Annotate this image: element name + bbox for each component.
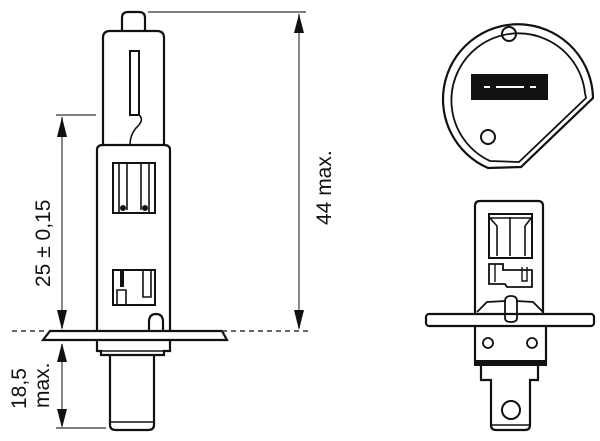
label-base-length-suffix: max.: [31, 362, 54, 408]
lower-window: [112, 269, 156, 306]
upper-window: [112, 162, 156, 214]
label-base-length-value: 18,5: [8, 368, 31, 409]
flange: [40, 329, 229, 342]
glass-capsule: [101, 29, 166, 145]
collar: [95, 340, 172, 357]
top-view: [441, 23, 595, 170]
tab-hole: [501, 400, 521, 420]
label-overall-height: 44 max.: [313, 150, 336, 225]
side-view: [40, 10, 229, 432]
label-light-center: 25 ± 0,15: [32, 200, 55, 287]
locating-pin: [147, 312, 165, 330]
front-holder-body: [473, 199, 545, 313]
hole-bottom: [480, 129, 496, 145]
dimension-light-center: [12, 114, 96, 332]
flange-outline-outer: [441, 23, 595, 170]
base: [108, 355, 156, 432]
glass-tip: [120, 10, 147, 31]
front-terminal-tab: [479, 366, 540, 432]
hole-top: [501, 26, 517, 42]
dimension-base-length: [56, 343, 106, 429]
front-lower-plate: [473, 326, 548, 365]
dimension-overall-height: [148, 11, 310, 332]
shield: [129, 50, 140, 116]
holder-body: [95, 143, 172, 330]
front-view: [424, 199, 596, 432]
front-flange: [424, 312, 596, 328]
lead-wire: [129, 114, 143, 146]
flange-outline-inner: [450, 32, 587, 163]
